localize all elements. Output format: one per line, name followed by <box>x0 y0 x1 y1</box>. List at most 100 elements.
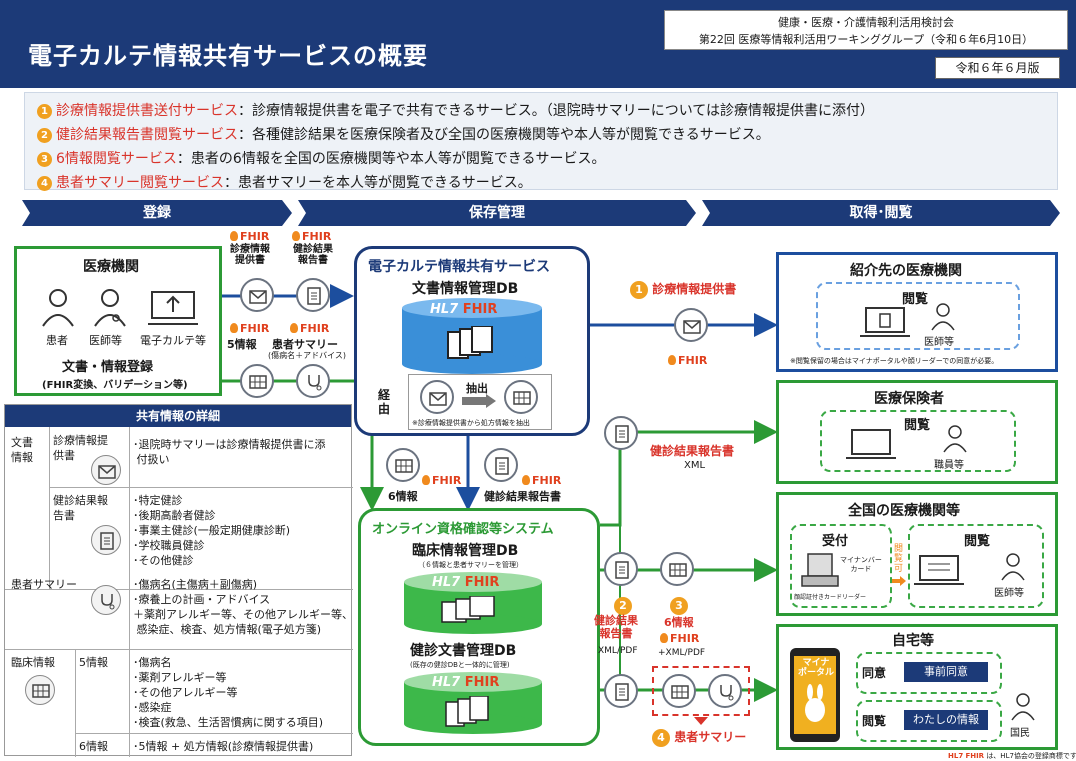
referral-label: 診療情報 提供書 <box>230 244 270 266</box>
portal-label: マイナ ポータル <box>798 658 835 678</box>
extract-note: ※診療情報提供書から処方情報を抽出 <box>412 419 530 427</box>
my-info-button[interactable]: わたしの情報 <box>904 710 988 730</box>
reader-label: 顔認証付きカードリーダー <box>794 594 867 601</box>
extract-table-icon <box>504 380 538 414</box>
doc-info-label: 文書 情報 <box>11 436 33 464</box>
mynumber-card-label: マイナンバー カード <box>840 556 882 573</box>
stethoscope-icon <box>296 364 330 398</box>
six-info-desc: ･5情報 + 処方情報(診療情報提供書) <box>133 740 314 753</box>
hl7-fhir-logo-clinical: HL7 FHIR <box>432 575 500 590</box>
summary-dashed-group <box>652 666 750 716</box>
referral-view-panel <box>816 282 1020 350</box>
patient-summary-sub-label: (傷病名＋アドバイス) <box>268 351 347 360</box>
fhir-badge-5: FHIR <box>422 474 461 487</box>
meeting-line-2: 第22回 医療等情報利活用ワーキンググループ（令和６年6月10日） <box>698 33 1034 46</box>
home-flow-grid-icon <box>662 674 696 708</box>
checkup-flow-document-icon <box>484 448 518 482</box>
fhir-flame-icon <box>522 475 530 485</box>
checkup-desc: ･特定健診 ･後期高齢者健診 ･事業主健診(一般定期健康診断) ･学校職員健診 … <box>133 494 291 567</box>
insurer-destination-title: 医療保険者 <box>874 391 944 407</box>
clinical-db-sub: （６情報と患者サマリーを管理） <box>418 561 523 569</box>
referral-doctor-icon <box>931 303 955 331</box>
checkup-db-sub: (既存の健診DBと一体的に管理) <box>410 661 510 669</box>
online-system-title: オンライン資格確認等システム <box>372 522 554 537</box>
patient-summary-flow-label: 4 患者サマリー <box>652 728 746 747</box>
referral-envelope-icon <box>240 278 274 312</box>
insurer-laptop-icon <box>846 429 896 459</box>
page-title: 電子カルテ情報共有サービスの概要 <box>28 42 428 70</box>
checkup-name: 健診結果報 告書 <box>53 494 108 522</box>
checkup-flow-label: 健診結果報告書 <box>650 444 735 458</box>
details-title: 共有情報の詳細 <box>5 405 351 427</box>
table-grid-icon <box>240 364 274 398</box>
fhir-badge-4: FHIR <box>290 322 329 335</box>
extract-label: 抽出 <box>466 382 488 395</box>
checkup-document-icon <box>296 278 330 312</box>
details-envelope-icon <box>91 455 121 485</box>
via-label: 経 由 <box>378 388 391 416</box>
plus-xml-pdf-label: +XML/PDF <box>658 648 706 658</box>
reception-label: 受付 <box>822 534 849 549</box>
emr-service-title: 電子カルテ情報共有サービス <box>368 259 550 275</box>
fhir-badge-1: FHIR <box>230 230 269 243</box>
phase-register: 登録 <box>22 200 292 226</box>
extract-arrow-icon <box>462 394 496 408</box>
extract-envelope-icon <box>420 380 454 414</box>
insurer-flow-doc-icon <box>604 416 638 450</box>
pre-consent-button[interactable]: 事前同意 <box>904 662 988 682</box>
badge-3: 3 <box>670 594 688 615</box>
hl7-fhir-logo-checkup: HL7 FHIR <box>432 675 500 690</box>
national-view-label: 閲覧 <box>964 534 991 549</box>
referral-flow-envelope-icon <box>674 308 708 342</box>
referral-laptop-icon <box>860 307 910 337</box>
computer-icon <box>148 291 198 325</box>
summary-name: 患者サマリー <box>11 578 77 591</box>
national-destination-title: 全国の医療機関等 <box>848 503 960 519</box>
xml-label: XML <box>684 460 706 471</box>
version-badge: 令和６年６月版 <box>935 57 1060 79</box>
referral-flow-label: 1 診療情報提供書 <box>630 280 736 299</box>
insurer-staff-label: 職員等 <box>934 460 964 471</box>
details-stethoscope-icon <box>91 585 121 615</box>
referral-note: ※閲覧保留の場合はマイナポータルや顔リーダーでの同意が必要。 <box>790 357 999 365</box>
consent-vertical-label: 閲覧可 <box>894 544 904 574</box>
home-destination-title: 自宅等 <box>892 633 934 649</box>
referral-doctor-label: 医師等 <box>924 337 954 348</box>
meeting-line-1: 健康・医療・介護情報利活用検討会 <box>778 16 954 29</box>
fhir-flame-icon <box>660 633 668 643</box>
citizen-icon <box>1011 693 1035 721</box>
five-info-name: 5情報 <box>79 656 108 669</box>
national-doctor-label: 医師等 <box>994 588 1024 599</box>
clinical-tables-icon <box>441 596 495 623</box>
register-label: 文書・情報登録 <box>62 360 154 375</box>
citizen-label: 国民 <box>1010 728 1030 739</box>
fhir-flame-icon <box>230 323 238 333</box>
details-grid-icon <box>25 675 55 705</box>
fhir-flame-icon <box>290 323 298 333</box>
patient-summary-label: 患者サマリー <box>272 338 338 351</box>
six-info-grid-icon <box>386 448 420 482</box>
emr-label: 電子カルテ等 <box>140 334 206 347</box>
home-flow-stethoscope-icon <box>708 674 742 708</box>
referral-view-label: 閲覧 <box>902 292 929 307</box>
six-info-flow-label: 6情報 <box>388 490 418 503</box>
checkup-report-flow-label: 健診結果報告書 <box>484 490 561 503</box>
hl7-fhir-logo: HL7 FHIR <box>430 302 498 317</box>
fhir-badge-3: FHIR <box>230 322 269 335</box>
clinical-db-title: 臨床情報管理DB <box>412 543 519 559</box>
fhir-badge-2: FHIR <box>292 230 331 243</box>
national-view-panel <box>908 524 1044 608</box>
card-reader-icon <box>801 553 839 587</box>
fhir-flame-icon <box>230 231 238 241</box>
national-laptop-icon <box>914 555 964 585</box>
referral-name: 診療情報提 供書 <box>53 434 108 462</box>
checkup-docs-icon <box>445 696 489 727</box>
referral-desc: ･退院時サマリーは診療情報提供書に添 付扱い <box>133 438 326 466</box>
phase-storage: 保存管理 <box>298 200 696 226</box>
checkup-db-title: 健診文書管理DB <box>410 643 517 659</box>
national-flow-doc-icon <box>604 552 638 586</box>
patient-label: 患者 <box>46 334 68 347</box>
